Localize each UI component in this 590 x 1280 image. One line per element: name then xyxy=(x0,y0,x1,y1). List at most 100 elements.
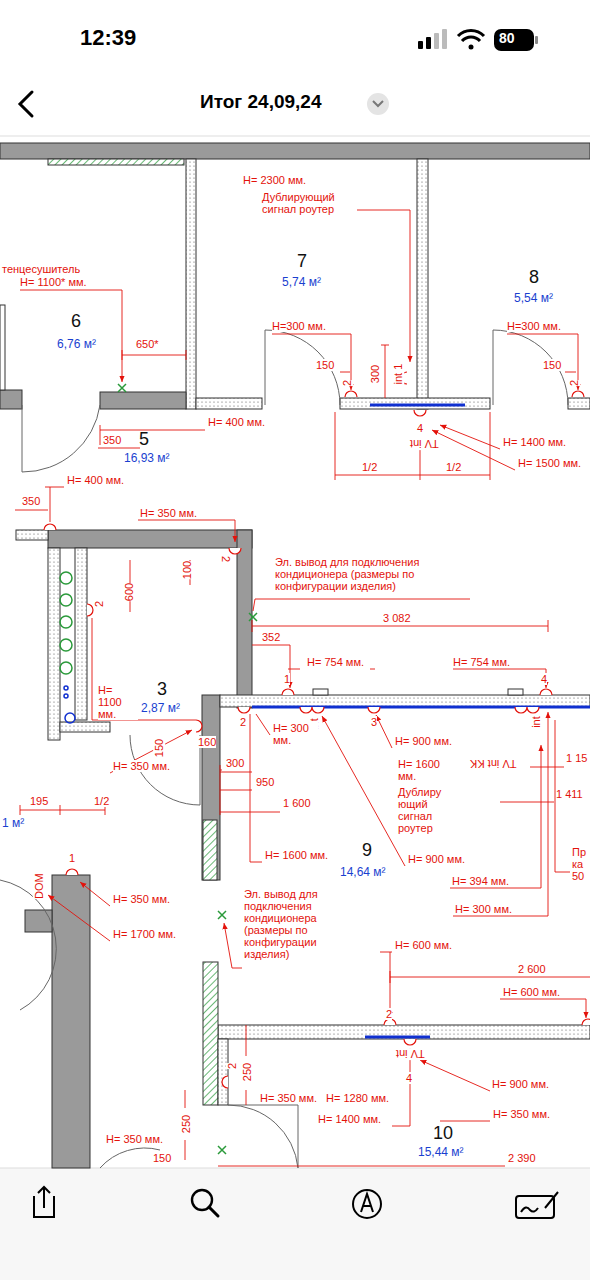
blue-lines xyxy=(365,1036,430,1039)
annotation: H= 1280 мм. xyxy=(326,1092,389,1104)
socket-symbols xyxy=(44,524,56,530)
walls xyxy=(220,695,590,707)
annotation: TV int xyxy=(396,1048,425,1060)
annotation: DOM xyxy=(33,873,45,899)
annotation: H= 900 мм. xyxy=(408,853,465,865)
room-number: 9 xyxy=(362,841,372,861)
phone-ui xyxy=(442,29,447,49)
leader-lines xyxy=(288,669,375,670)
walls xyxy=(202,695,220,880)
walls xyxy=(313,689,328,695)
socket-symbols xyxy=(229,548,241,554)
socket-symbols xyxy=(282,689,294,695)
phone-ui xyxy=(469,45,474,50)
room-number: 7 xyxy=(297,252,307,272)
annotation: H= 1600 мм. xyxy=(265,849,328,861)
annotation: 300 xyxy=(369,365,381,383)
annotation: H= 600 мм. xyxy=(395,939,452,951)
annotation: H= 300 мм. xyxy=(455,903,512,915)
annotation: H=300 мм. xyxy=(272,320,326,332)
walls xyxy=(48,530,252,548)
leader-lines xyxy=(122,350,186,360)
walls xyxy=(100,392,186,409)
annotation: H= 754 мм. xyxy=(453,656,510,668)
leader-lines xyxy=(218,1166,505,1167)
leader-lines xyxy=(440,1121,490,1122)
socket-symbols xyxy=(196,720,202,732)
walls xyxy=(0,143,590,159)
annotation: H= 1500 мм. xyxy=(518,457,581,469)
room-area: 15,44 м² xyxy=(418,1146,464,1159)
annotation: 1 600 xyxy=(283,797,311,809)
leader-lines xyxy=(45,487,64,522)
room-area: 2,87 м² xyxy=(141,702,180,715)
annotation: H= 1100* мм. xyxy=(20,276,87,288)
annotation: 100 xyxy=(181,561,193,579)
annotation: 2 xyxy=(240,716,246,728)
room-area: 5,54 м² xyxy=(514,292,553,305)
leader-lines xyxy=(20,290,122,382)
room-area: 14,64 м² xyxy=(340,866,386,879)
leader-lines xyxy=(420,1060,490,1091)
doors xyxy=(0,880,56,1010)
annotation: 250 xyxy=(180,1115,192,1133)
annotation: 2 xyxy=(568,380,580,386)
walls xyxy=(218,1039,228,1105)
walls xyxy=(0,143,590,1168)
radiator-symbols xyxy=(64,686,68,690)
annotation: H= 350 мм. xyxy=(493,1108,550,1120)
annotation: 2 xyxy=(341,380,353,386)
annotation: тенцесушитель xyxy=(2,263,80,275)
ac-outlet-marks xyxy=(118,384,126,392)
annotation: 2 xyxy=(226,1063,238,1069)
walls xyxy=(237,530,252,708)
annotation: H= 1400 мм. xyxy=(318,1113,381,1125)
leader-lines xyxy=(253,599,470,611)
walls xyxy=(52,875,90,1168)
annotation: int 1 xyxy=(392,364,404,385)
leader-lines xyxy=(440,425,500,449)
ac-outlet-marks xyxy=(218,911,226,919)
annotation: H= 2300 мм. xyxy=(243,174,306,186)
phone-ui xyxy=(209,1207,218,1216)
ac-outlet-marks xyxy=(249,613,257,621)
phone-ui xyxy=(418,41,423,49)
walls xyxy=(16,530,48,540)
leader-lines xyxy=(138,520,235,542)
annotation: H= 1600 мм. xyxy=(398,758,440,782)
walls xyxy=(48,159,184,165)
leader-lines xyxy=(220,765,280,815)
walls xyxy=(203,820,217,880)
annotation: 2 xyxy=(93,601,105,607)
leader-lines xyxy=(48,895,110,941)
walls xyxy=(203,962,218,1105)
annotation: 4 xyxy=(417,422,423,434)
annotation: H= 1700 мм. xyxy=(113,928,176,940)
annotation: 160 xyxy=(198,736,216,748)
leader-lines xyxy=(256,714,270,735)
annotation: H= 400 мм. xyxy=(67,474,124,486)
annotation: H= 350 мм. xyxy=(106,1133,163,1145)
annotation: H= 1400 мм. xyxy=(503,436,566,448)
phone-ui xyxy=(0,0,590,136)
annotation: H= 394 мм. xyxy=(452,875,509,887)
annotation: 4 xyxy=(406,1072,412,1084)
annotation: TV int xyxy=(410,438,439,450)
phone-ui xyxy=(535,36,538,44)
leader-lines xyxy=(450,745,541,888)
leader-lines xyxy=(500,767,564,802)
annotation: int xyxy=(530,716,542,728)
phone-ui xyxy=(367,93,389,115)
annotation: TV int KK xyxy=(470,758,516,770)
socket-symbols xyxy=(540,689,552,695)
leader-lines xyxy=(453,712,548,916)
room-area: 5,74 м² xyxy=(282,276,321,289)
walls xyxy=(0,305,5,390)
page-title: Итог 24,09,24 xyxy=(200,92,321,113)
socket-symbols xyxy=(345,391,357,397)
doors xyxy=(493,330,568,405)
doors xyxy=(228,1105,298,1168)
room-number: 8 xyxy=(529,268,539,288)
radiator-symbols xyxy=(60,639,72,651)
